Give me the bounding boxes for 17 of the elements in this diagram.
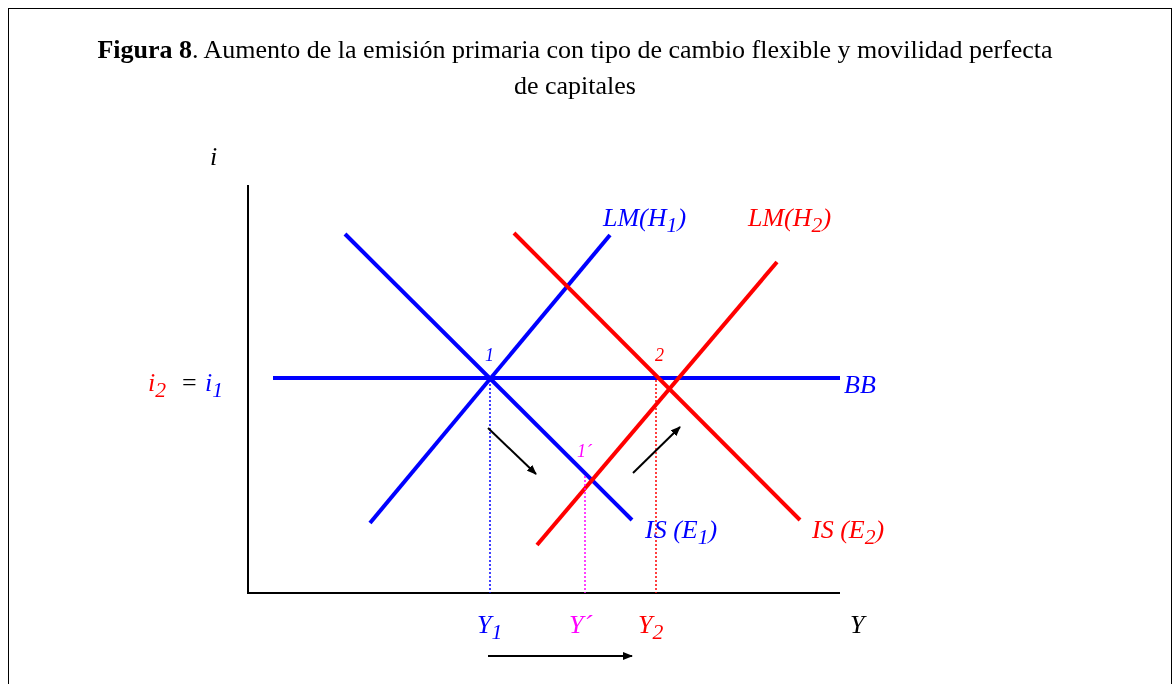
figure-title: Figura 8. Aumento de la emisión primaria con tipo de cambio flexible y movilidad perfecta de capitales (96, 34, 1054, 102)
point-label: 1´ (577, 440, 592, 463)
point-label: 1 (485, 344, 494, 367)
axis-label: Y (850, 610, 865, 640)
axis-label: Y$_{2}$ (638, 610, 664, 647)
axis-label: Y$_{1}$ (477, 610, 503, 647)
axis-label: i$_{1}$ (205, 368, 224, 405)
axis-label: i$_{2}$ (148, 368, 167, 405)
point-label: 2 (655, 344, 664, 367)
curve-label: LM(H$_{2}$) (748, 203, 832, 240)
axis-label: Y´ (569, 610, 593, 640)
curve-label: LM(H$_{1}$) (603, 203, 687, 240)
axis-label: i (210, 142, 218, 172)
curve-label: BB (844, 370, 876, 400)
axis-label: = (182, 368, 197, 398)
curve-label: IS (E$_{2}$) (812, 515, 885, 552)
curve-label: IS (E$_{1}$) (645, 515, 718, 552)
